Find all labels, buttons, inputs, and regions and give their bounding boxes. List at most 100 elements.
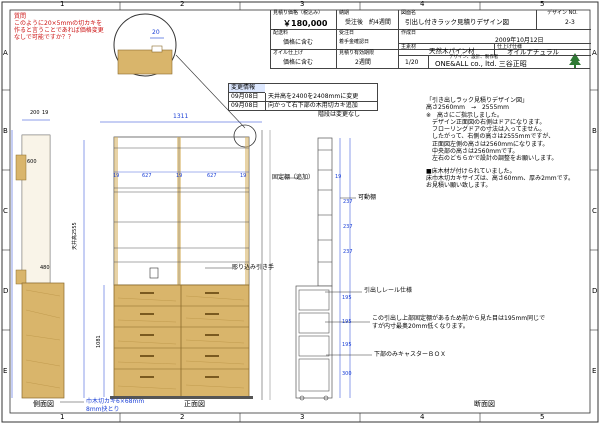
front-view-title: 正面図 [184,400,205,408]
section-shelf-a: 19 [335,174,342,180]
drawing-name-label: 図面名 [401,10,417,16]
col-label-2: 2 [180,0,185,8]
section-drawer-d: 300 [342,371,352,377]
note-line-7: 正面図左側の高さは2560mmになります。 [426,140,549,148]
shipping-value: 価格に含む [283,39,314,46]
design-notes: 「引き出しラック見積りデザイン図」 高さ2560mm → 2555mm ※ 高さ… [426,97,574,190]
side-view-drawing [11,119,85,399]
front-height-dim: 1081 [96,335,102,348]
col-label-2-bottom: 2 [180,413,185,421]
front-right-inner: 627 [207,173,217,179]
row-label-a: A [3,49,8,57]
note-line-11: ■床木材が付けられていました。 [426,167,516,175]
note-line-13: お見積い願い致します。 [426,182,492,190]
delivery-terms: 受注後 [345,19,364,26]
company-name: ONE&ALL co., ltd. 三谷正昭 [435,60,527,68]
col-label-1-bottom: 1 [60,413,65,421]
row-label-b-right: B [592,127,597,135]
material-value: 天然木パイン材 [429,47,475,55]
finish-value: オイルナチュラル [507,48,559,56]
col-label-4: 4 [420,0,425,8]
col-label-5: 5 [540,0,545,8]
scale-cell: 1/20 [399,56,429,69]
side-top-dim: 600 [27,159,37,165]
change-text-1: 天井高を2400を2408mmに変更 [268,93,359,100]
section-shelf-c: 237 [343,224,353,230]
fixed-shelf-label: 固定棚（追加） [272,174,315,181]
material-label: 主素材 [401,44,417,50]
drawing-name: 引出し付きラック見積りデザイン図 [405,18,509,26]
front-post-b: 19 [176,173,183,179]
side-depth-a: 200 [30,110,40,116]
change-date-1: 09月08日 [229,93,266,101]
side-depth-b: 19 [42,110,49,116]
note-line-3: ※ 高さにご指示しました。 [426,111,503,119]
delivery-cell: 納期 受注後 約4週間 [337,10,399,30]
drawer-pull-label: 彫り込み引き手 [232,264,275,271]
note-line-2: 高さ2560mm → 2555mm [426,104,509,112]
side-mid-dim: 480 [40,265,50,271]
delivery-label: 納期 [339,10,350,16]
material-cell: 主素材 天然木パイン材 [399,43,495,56]
side-height-dim: 天井高2555 [72,222,78,250]
price-value: ￥180,000 [283,19,328,28]
date-cell: 作成日 2009年10月12日 [399,30,591,50]
row-label-e-right: E [592,367,597,375]
note-line-1: 「引き出しラック見積りデザイン図」 [426,97,529,104]
row-label-d: D [3,287,9,295]
tree-logo [569,53,581,68]
order-check-label: 着手金確認日 [339,39,370,45]
col-label-3: 3 [300,0,305,8]
change-date-2: 09月08日 [229,102,266,110]
callout-line-4: なしで可能ですか？？ [14,34,74,41]
section-drawer-c: 195 [342,342,352,348]
order-date-label: 受注日 [339,30,355,36]
drawing-no-label: デザイン NO. [547,10,578,16]
title-block: 見積り価格（税込み） ￥180,000 納期 受注後 約4週間 図面名 引出し付… [270,10,591,69]
change-row-1: 09月08日 天井高を2400を2408mmに変更 [229,93,377,102]
note-line-9: 左右のどちらかで設計の調整をお願いします。 [426,155,558,163]
movable-shelf-label: 可動棚 [358,194,377,201]
detail-callout [113,13,246,129]
price-cell: 見積り価格（税込み） ￥180,000 [271,10,337,30]
company-cell: デザイン、設計、製作者 ONE&ALL co., ltd. 三谷正昭 [429,55,591,69]
section-drawer-b: 195 [342,319,352,325]
oil-cell: オイル仕上げ 価格に含む [271,50,337,69]
callout-line-2: このように20×5mmの切カキを [14,20,103,27]
rail-note-2: すが内寸最奥20mm低くなります。 [372,323,469,330]
note-line-8: 中央部の高さは2560mmです。 [426,148,519,156]
baseboard-label: 巾木切カキ6×68mm [86,398,145,405]
shipping-label: 配送料 [273,30,289,36]
note-line-5: フローリングドアの寸法は入ってません。 [426,126,546,134]
row-label-c: C [3,207,8,215]
front-left-inner: 627 [142,173,152,179]
delivery-period: 約4週間 [369,19,391,26]
date-label: 作成日 [401,30,417,36]
rail-note-1: この引出し上部固定棚があるため前から見た目は195mm同じで [372,315,546,322]
designer-label: デザイン、設計、製作者 [449,55,499,60]
col-label-4-bottom: 4 [420,413,425,421]
drawing-name-cell: 図面名 引出し付きラック見積りデザイン図 [399,10,537,30]
finish-cell: 仕上げ仕様 オイルナチュラル [495,43,591,56]
caster-note: 下部のみキャスターＢＯＸ [374,351,447,358]
front-post-a: 19 [113,173,120,179]
change-text-2: 向かって右下部の木用切カキ追加 [268,102,358,109]
scale-value: 1/20 [405,59,419,66]
order-cell: 受注日 着手金確認日 [337,30,399,50]
shipping-cell: 配送料 価格に含む [271,30,337,50]
change-history-header: 変更情報 [229,84,265,93]
front-width-dim: 1311 [173,113,189,120]
price-label: 見積り価格（税込み） [273,10,324,16]
row-label-c-right: C [592,207,597,215]
note-line-4: デザイン正面図の右側はドアになります。 [426,118,546,126]
drawing-no: 2-3 [565,19,575,26]
oil-label: オイル仕上げ [273,50,304,56]
note-line-6: したがって、右側の高さは2555mmですが、 [426,133,555,141]
inner-border [9,9,591,414]
col-label-5-bottom: 5 [540,413,545,421]
rail-spec-label: 引出しレール仕様 [364,287,413,294]
